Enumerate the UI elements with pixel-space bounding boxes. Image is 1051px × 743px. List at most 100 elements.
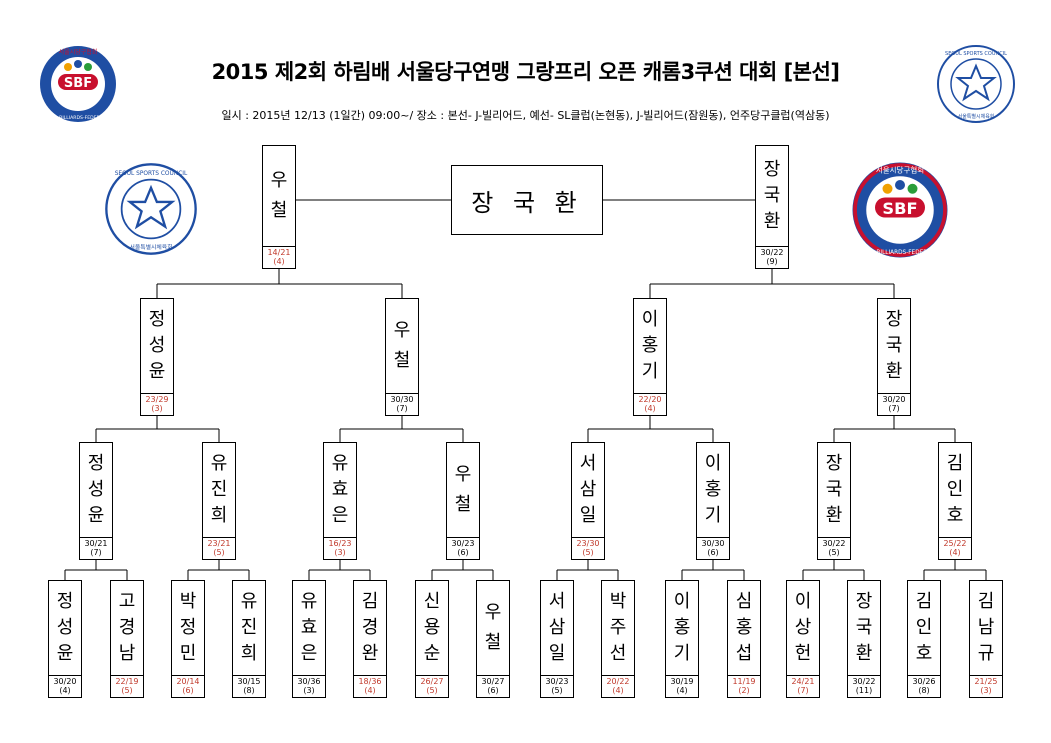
match-score: 30/20	[882, 395, 906, 404]
player-name-char: 섭	[735, 643, 753, 664]
player-name-char: 정	[179, 617, 197, 638]
player-name-char: 이	[641, 309, 659, 330]
match-rank: (4)	[612, 686, 624, 695]
match-score: 20/22	[606, 677, 630, 686]
player-name-char: 국	[855, 617, 873, 638]
player-name-char: 용	[423, 617, 441, 638]
match-rank: (6)	[182, 686, 194, 695]
match-score: 26/27	[420, 677, 444, 686]
player-name-char: 국	[763, 185, 781, 206]
player-name-char: 장	[855, 591, 873, 612]
match-rank: (7)	[396, 404, 408, 413]
player-name-char: 헌	[794, 643, 812, 664]
player-name-char: 서	[548, 591, 566, 612]
player-name-char: 우	[484, 602, 502, 623]
player-name-char: 진	[210, 479, 228, 500]
player-name-char: 유	[210, 453, 228, 474]
player-name-char: 정	[87, 453, 105, 474]
player-name-char: 환	[825, 505, 843, 526]
match-score: 30/23	[545, 677, 569, 686]
player-name-char: 기	[673, 643, 691, 664]
event-info: 일시 : 2015년 12/13 (1일간) 09:00~/ 장소 : 본선- …	[221, 109, 830, 122]
match-rank: (4)	[59, 686, 71, 695]
player-name-char: 환	[885, 361, 903, 382]
player-name-char: 국	[885, 335, 903, 356]
match-rank: (11)	[855, 686, 873, 695]
player-name-char: 희	[240, 643, 258, 664]
player-name-char: 철	[393, 350, 411, 371]
ssc-logo-left: SEOUL SPORTS COUNCIL 서울특별시체육회	[105, 163, 197, 255]
match-rank: (4)	[273, 257, 285, 266]
player-name-char: 심	[735, 591, 753, 612]
player-name-char: 이	[794, 591, 812, 612]
player-name-char: 우	[393, 320, 411, 341]
match-score: 11/19	[732, 677, 756, 686]
match-rank: (5)	[121, 686, 133, 695]
player-name-char: 환	[763, 211, 781, 232]
match-score: 21/25	[974, 677, 998, 686]
player-name-char: 경	[361, 617, 379, 638]
player-name-char: 은	[300, 643, 318, 664]
player-name-char: 윤	[56, 643, 74, 664]
player-name-char: 유	[331, 453, 349, 474]
match-score: 30/23	[451, 539, 475, 548]
match-rank: (8)	[918, 686, 930, 695]
player-name-char: 김	[977, 591, 995, 612]
match-rank: (3)	[334, 548, 346, 557]
player-name-char: 윤	[87, 505, 105, 526]
player-name-char: 기	[641, 361, 659, 382]
player-name-char: 박	[609, 591, 627, 612]
player-name-char: 우	[454, 464, 472, 485]
player-name-char: 철	[484, 632, 502, 653]
match-score: 30/22	[822, 539, 846, 548]
sbf-letters: SBF	[64, 76, 92, 91]
player-name-char: 은	[331, 505, 349, 526]
player-name-char: 삼	[548, 617, 566, 638]
match-rank: (5)	[828, 548, 840, 557]
player-name-char: 장	[885, 309, 903, 330]
match-score: 30/36	[297, 677, 321, 686]
player-name-char: 주	[609, 617, 627, 638]
match-score: 30/20	[53, 677, 77, 686]
player-name-char: 철	[454, 494, 472, 515]
player-name-char: 철	[270, 200, 288, 221]
match-rank: (6)	[707, 548, 719, 557]
match-rank: (4)	[644, 404, 656, 413]
sbf-top-text: 서울시당구협회	[59, 48, 98, 56]
player-name-char: 호	[946, 505, 964, 526]
sbf-logo-top-left: SBF 서울시당구협회 SEOUL-BILLIARDS-FEDERATION	[40, 46, 116, 122]
match-rank: (6)	[487, 686, 499, 695]
match-score: 22/19	[115, 677, 139, 686]
match-rank: (4)	[676, 686, 688, 695]
ssc-bottom-text: 서울특별시체육회	[958, 113, 995, 120]
match-rank: (3)	[151, 404, 163, 413]
ssc-bottom-text: 서울특별시체육회	[129, 243, 172, 251]
player-name-char: 우	[270, 170, 288, 191]
match-score: 23/30	[576, 539, 600, 548]
player-name-char: 환	[855, 643, 873, 664]
